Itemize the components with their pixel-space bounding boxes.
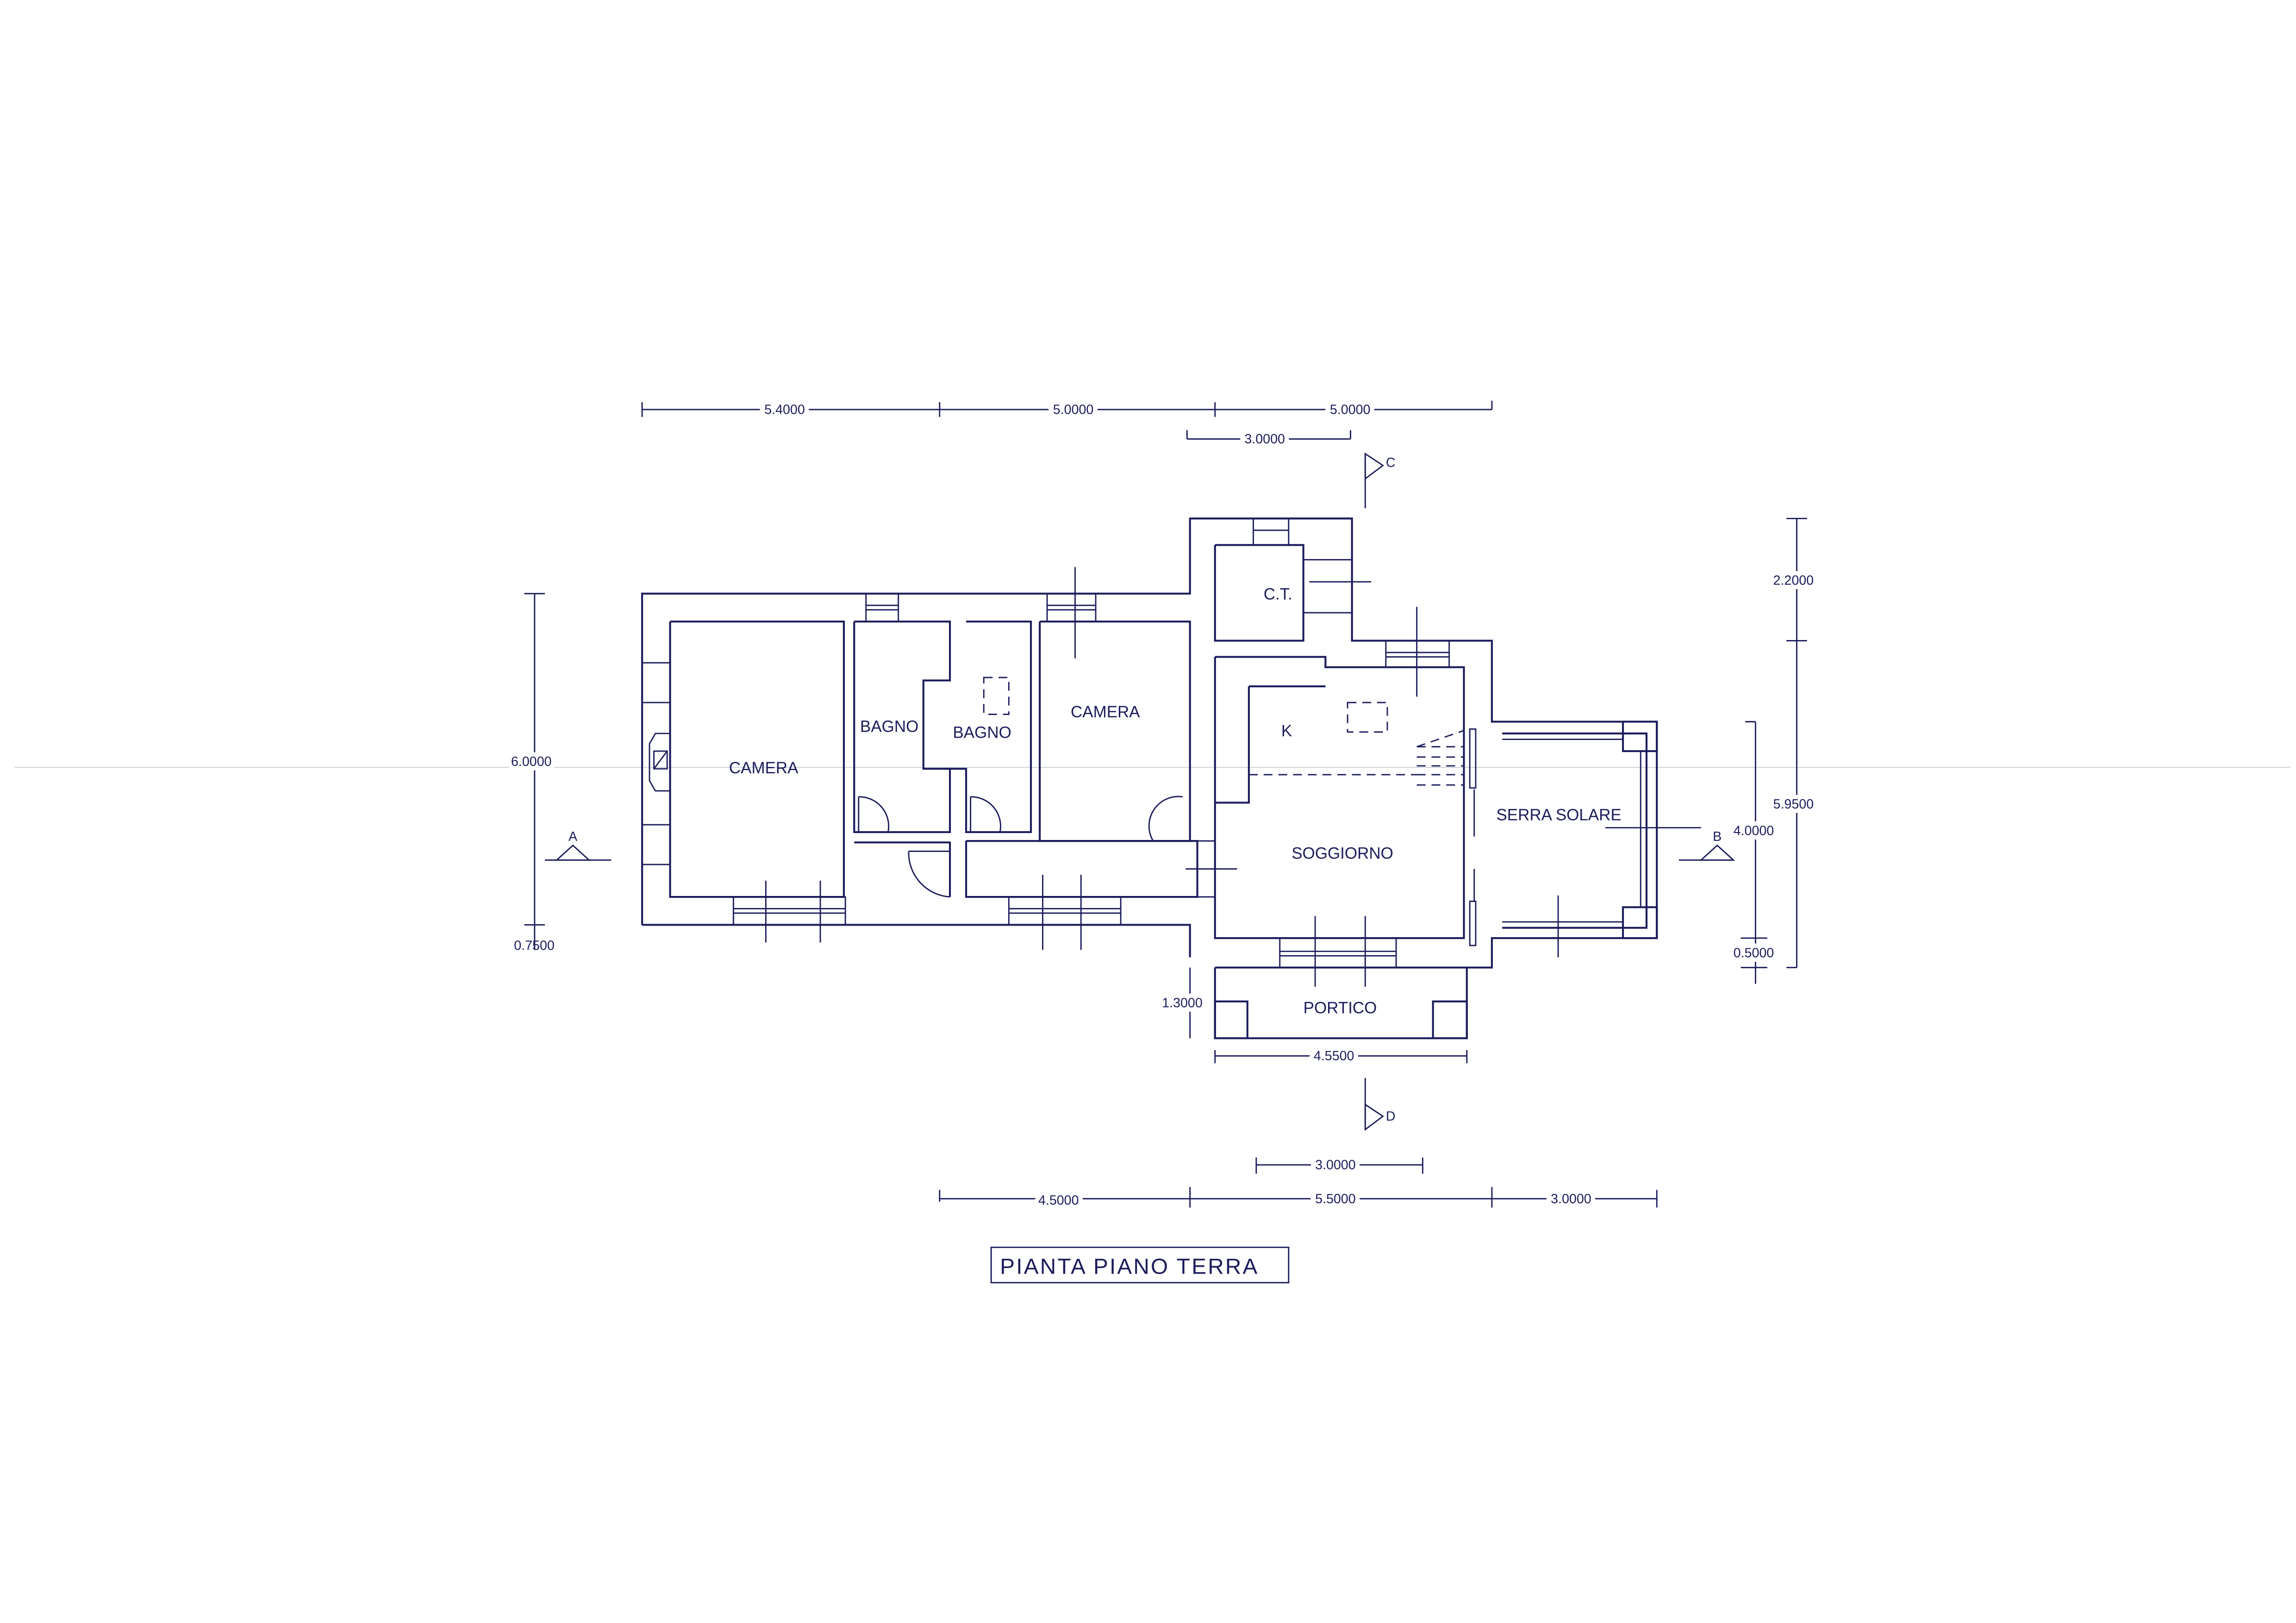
dimension-top-2: 5.0000 (1053, 402, 1094, 417)
windows (641, 517, 1641, 969)
plan-title: PIANTA PIANO TERRA (1000, 1254, 1259, 1279)
room-label-serra-solare: SERRA SOLARE (1496, 806, 1621, 824)
room-labels: CAMERA BAGNO BAGNO CAMERA C.T. K SOGGIOR… (729, 585, 1622, 1017)
dimension-top-sub: 3.0000 (1244, 432, 1285, 447)
room-label-kitchen: K (1281, 722, 1292, 740)
dimension-bottom-2: 5.5000 (1315, 1192, 1356, 1206)
dimension-bottom-sub: 3.0000 (1315, 1158, 1356, 1173)
section-d-label: D (1386, 1109, 1396, 1124)
room-label-bagno: BAGNO (860, 718, 918, 736)
section-cut-lines (765, 567, 1701, 987)
dimension-portico-depth: 1.3000 (1162, 996, 1203, 1011)
outer-walls (641, 517, 1658, 1039)
room-label-camera: CAMERA (1071, 703, 1140, 721)
dimension-bottom-1: 4.5000 (1038, 1193, 1079, 1208)
room-label-portico: PORTICO (1304, 999, 1377, 1017)
dimension-portico-width: 4.5500 (1314, 1049, 1354, 1063)
dimension-left-height: 6.0000 (511, 754, 552, 769)
section-b-label: B (1713, 829, 1722, 844)
room-label-soggiorno: SOGGIORNO (1292, 844, 1393, 862)
dimension-right-total: 5.9500 (1773, 797, 1814, 812)
plan-title-box: PIANTA PIANO TERRA (990, 1246, 1290, 1284)
dimension-top-3: 5.0000 (1330, 402, 1371, 417)
room-label-bagno: BAGNO (953, 723, 1011, 741)
section-c-label: C (1386, 455, 1396, 470)
dimension-bottom-3: 3.0000 (1551, 1192, 1591, 1206)
dimension-right-upper: 2.2000 (1773, 573, 1814, 588)
dimension-right-bottom: 0.5000 (1734, 945, 1774, 960)
dimension-right-serra: 4.0000 (1734, 823, 1774, 838)
dimensions: 5.4000 5.0000 5.0000 3.0000 6.0000 0.750… (506, 398, 1818, 1213)
dimension-left-bottom: 0.7500 (514, 939, 555, 953)
fireplace (649, 733, 671, 792)
dimension-top-1: 5.4000 (764, 402, 805, 417)
section-a-label: A (568, 829, 578, 844)
section-markers: A B C D (545, 452, 1735, 1131)
stair-and-fixtures (983, 677, 1464, 786)
doors (858, 728, 1477, 946)
room-label-ct: C.T. (1264, 585, 1292, 603)
room-label-camera: CAMERA (729, 759, 799, 777)
